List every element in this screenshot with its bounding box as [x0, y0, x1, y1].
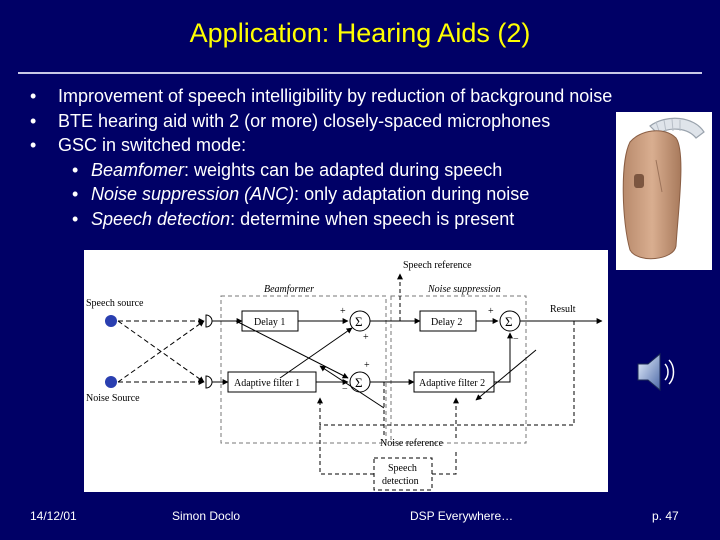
footer-author: Simon Doclo — [172, 509, 241, 523]
result-label: Result — [550, 304, 576, 315]
bullet-text: BTE hearing aid with 2 (or more) closely… — [58, 110, 551, 131]
bullet-item: • Improvement of speech intelligibility b… — [30, 84, 612, 109]
bullet-glyph: • — [30, 86, 37, 106]
footer-event: DSP Everywhere… — [410, 509, 514, 523]
diagram-canvas: Speech reference Beamformer Noise suppre… — [86, 260, 603, 491]
hearing-aid-icon — [622, 117, 705, 260]
plus-sign: + — [340, 306, 346, 317]
speech-detection-label-line2: detection — [382, 476, 419, 487]
footer-page-number: p. 47 — [652, 509, 679, 523]
minus-sign: − — [342, 384, 348, 395]
noise-source-label: Noise Source — [86, 393, 140, 404]
bullet-text: Improvement of speech intelligibility by… — [58, 86, 613, 106]
sub-bullet-item: • Noise suppression (ANC) : only adaptati… — [30, 182, 612, 207]
sub-bullet-text: : determine when speech is present — [230, 208, 515, 229]
sub-bullet-term: Beamfomer — [91, 159, 185, 180]
bullet-list: • Improvement of speech intelligibility b… — [30, 84, 612, 231]
sub-bullet-term: Speech detection — [91, 208, 231, 229]
sub-bullet-item: • Speech detection : determine when speec… — [30, 207, 612, 232]
bullet-text: GSC in switched mode: — [58, 135, 247, 155]
slide-title: Application: Hearing Aids (2) — [189, 18, 531, 48]
noise-suppression-region — [390, 295, 527, 444]
plus-sign: + — [488, 306, 494, 317]
sub-bullet-term: Noise suppression (ANC) — [91, 184, 295, 204]
bullet-glyph: • — [72, 208, 79, 229]
beamformer-label: Beamformer — [264, 284, 314, 295]
noise-source-dot — [105, 376, 117, 388]
speaker-button[interactable] — [632, 350, 678, 394]
speech-source-label: Speech source — [86, 298, 144, 309]
hearing-aid-image — [616, 112, 712, 270]
sum-symbol: Σ — [505, 314, 513, 329]
microphone-2-icon — [205, 375, 213, 389]
gsc-block-diagram: Speech reference Beamformer Noise suppre… — [84, 250, 608, 492]
speaker-icon — [637, 352, 675, 392]
speech-detection-label-line1: Speech — [388, 463, 417, 474]
bullet-glyph: • — [72, 159, 79, 180]
adaptive-filter-1-label: Adaptive filter 1 — [234, 378, 300, 389]
bullet-item: • BTE hearing aid with 2 (or more) closel… — [30, 109, 612, 134]
bullet-glyph: • — [30, 135, 37, 155]
plus-sign: + — [364, 360, 370, 371]
sum-symbol: Σ — [355, 314, 363, 329]
title-divider — [18, 72, 702, 74]
adaptive-filter-2-label: Adaptive filter 2 — [419, 378, 485, 389]
delay-2-label: Delay 2 — [431, 317, 462, 328]
microphone-1-icon — [205, 314, 213, 328]
delay-1-label: Delay 1 — [254, 317, 285, 328]
beamformer-region — [220, 295, 387, 444]
noise-suppression-label: Noise suppression — [427, 284, 501, 295]
speech-detection-block — [373, 457, 433, 491]
sub-bullet-text: : weights can be adapted during speech — [184, 159, 503, 180]
footer-date: 14/12/01 — [30, 509, 77, 523]
sub-bullet-item: • Beamfomer : weights can be adapted duri… — [30, 158, 612, 183]
noise-reference-label: Noise reference — [380, 438, 444, 449]
speech-reference-label: Speech reference — [403, 260, 472, 271]
bullet-glyph: • — [30, 110, 37, 131]
bullet-item: • GSC in switched mode: — [30, 133, 612, 158]
sum-symbol: Σ — [355, 375, 363, 390]
minus-sign: − — [513, 334, 519, 345]
sub-bullet-text: : only adaptation during noise — [294, 184, 530, 204]
speech-source-dot — [105, 315, 117, 327]
plus-sign: + — [363, 332, 369, 343]
bullet-glyph: • — [72, 184, 79, 204]
